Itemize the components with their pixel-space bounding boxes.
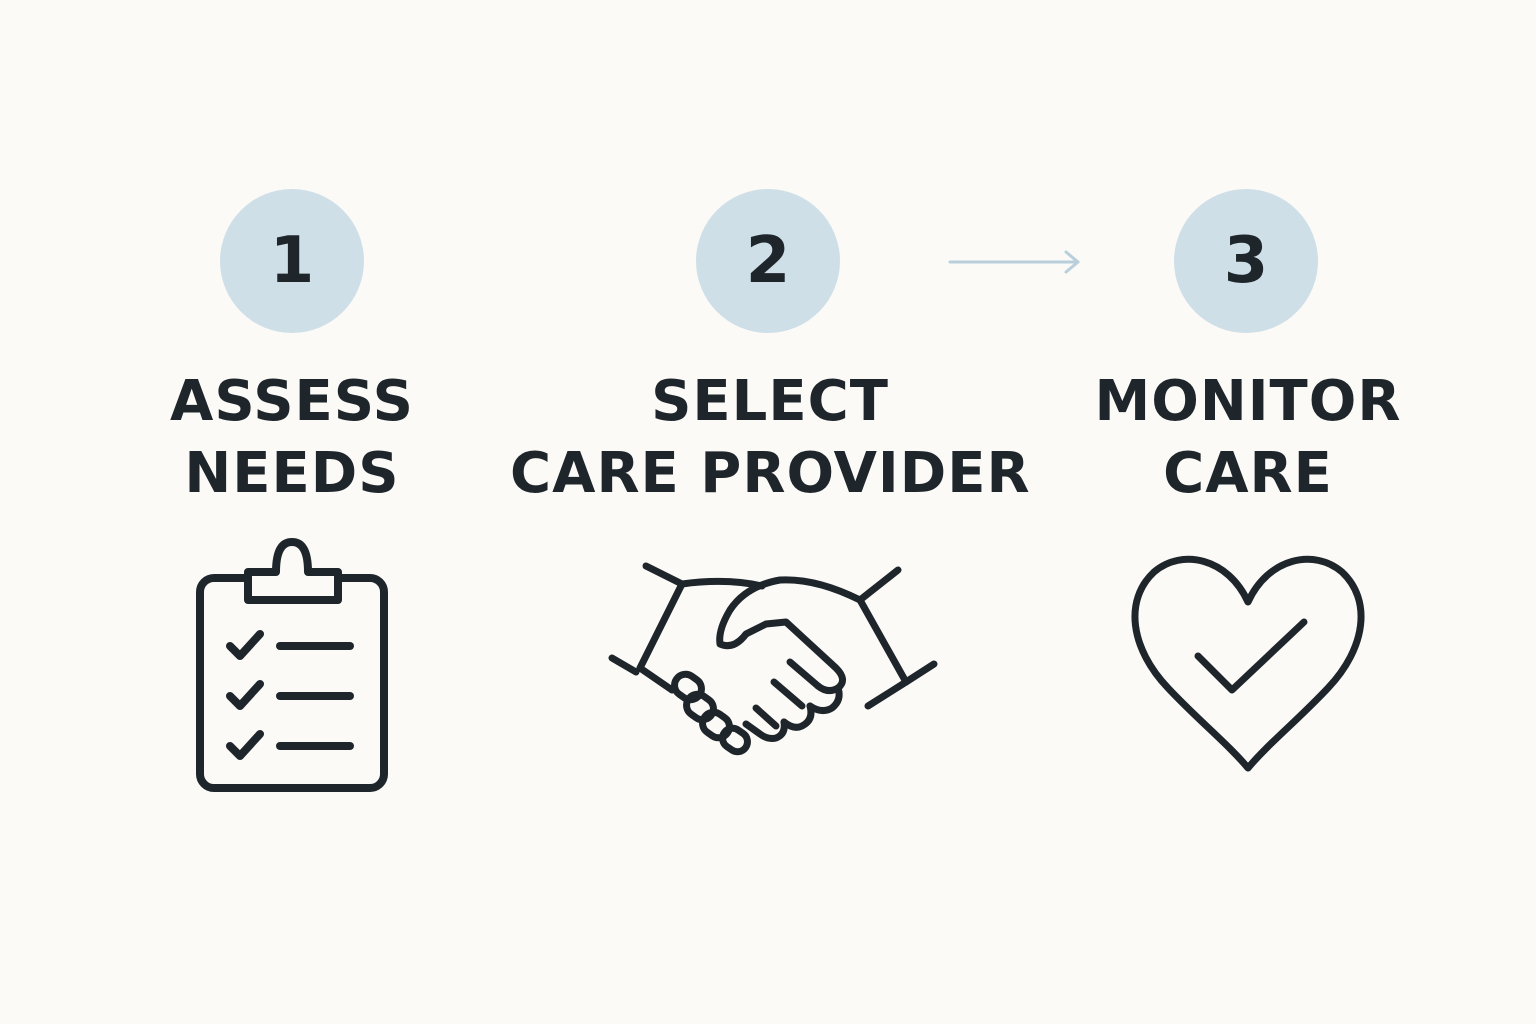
step-title-line-2: CARE PROVIDER [510,441,1031,506]
step-title-line-1: MONITOR [1094,369,1402,434]
step-number-badge: 2 [696,189,840,333]
step-number: 2 [745,224,791,298]
step-title-line-1: SELECT [651,369,889,434]
step-number: 3 [1223,224,1269,298]
handshake-icon [608,562,938,756]
step-title: ASSESS NEEDS [32,366,552,510]
arrow-right-icon [948,250,1080,274]
step-number-badge: 3 [1174,189,1318,333]
clipboard-checklist-icon [196,538,388,792]
step-title: MONITOR CARE [988,366,1508,510]
step-number-badge: 1 [220,189,364,333]
step-1: 1 ASSESS NEEDS [32,0,552,1024]
step-title-line-2: NEEDS [184,441,400,506]
step-title-line-1: ASSESS [170,369,414,434]
step-3: 3 MONITOR CARE [988,0,1508,1024]
step-title: SELECT CARE PROVIDER [510,366,1030,510]
step-title-line-2: CARE [1163,441,1333,506]
step-number: 1 [269,224,315,298]
step-2: 2 SELECT CARE PROVIDER [510,0,1030,1024]
heart-check-icon [1131,555,1365,772]
